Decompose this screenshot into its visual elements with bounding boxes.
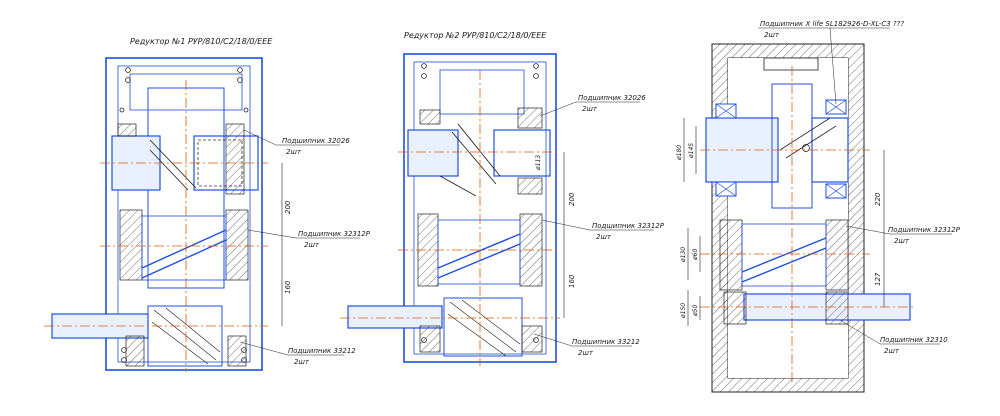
gearbox-1-bearing-top-qty: 2шт <box>286 148 302 156</box>
gearbox-3-bearing-bot-qty: 2шт <box>884 347 900 355</box>
gearbox-2-dim-dia: ø113 <box>535 155 542 171</box>
gearbox-1-output-gear <box>147 305 223 367</box>
gearbox-2-top-bearing-right <box>517 107 543 129</box>
gearbox-2-top-bearing-right-b <box>517 177 543 195</box>
gearbox-1-top-bearing-left <box>117 123 137 137</box>
gearbox-3-mid-gear <box>741 223 827 287</box>
gearbox-2-bearing-top-label: Подшипник 32026 <box>578 94 646 102</box>
gearbox-2-bearing-mid-qty: 2шт <box>596 233 612 241</box>
gearbox-3-dim-d130: ø130 <box>680 247 687 263</box>
gearbox-2-bearing-mid-label: Подшипник 32312Р <box>592 222 665 230</box>
gearbox-3-dim-d150: ø150 <box>680 303 687 319</box>
gearbox-2-top-shaft-right <box>493 129 551 177</box>
gearbox-2-dim-lower: 160 <box>568 274 576 288</box>
gearbox-1-output-gear-teeth <box>151 307 221 365</box>
gearbox-3-bearing-top-label: Подшипник X life SL182926-D-XL-C3 ??? <box>760 20 904 28</box>
gearbox-2-helical-line-1 <box>437 233 521 269</box>
gearbox-3-dim-lower: 127 <box>874 272 882 286</box>
gearbox-3-bearing-bot-label: Подшипник 32310 <box>880 336 948 344</box>
gearbox-3-leader-bot <box>839 319 881 345</box>
gearbox-2-output-gear-teeth <box>447 299 521 357</box>
gearbox-2-bearing-bot-qty: 2шт <box>578 349 594 357</box>
gearbox-3-dim-d50: ø50 <box>692 305 699 317</box>
gearbox-1-leader-bot <box>239 341 289 356</box>
gearbox-2-title: Редуктор №2 РУР/810/С2/18/0/ЕЕЕ <box>404 31 547 40</box>
gearbox-3-bearing-mid-label: Подшипник 32312Р <box>888 226 961 234</box>
gearbox-2-top-bearing-left <box>419 109 441 125</box>
gearbox-3: 220 127 ø180 ø145 ø130 ø60 ø150 ø50 Подш… <box>676 20 961 393</box>
gearbox-3-leader-top <box>829 27 837 105</box>
gearbox-1-bot-bearing-left <box>125 335 145 367</box>
gearbox-3-bot-bearing-left <box>723 291 747 325</box>
gearbox-2-helical-line-2 <box>437 243 521 279</box>
gearbox-1-top-bearing-right <box>225 123 245 195</box>
gearbox-1-bot-bearing-right <box>227 335 247 367</box>
gearbox-1: Редуктор №1 РУР/810/С2/18/0/ЕЕЕ <box>44 37 371 372</box>
gearbox-3-shaft-center-mark <box>802 144 810 152</box>
gearbox-3-dim-d60: ø60 <box>692 249 699 261</box>
gearbox-3-dim-d180: ø180 <box>676 145 683 161</box>
gearbox-3-bot-bearing-right <box>825 291 849 325</box>
gearbox-1-bearing-bot-qty: 2шт <box>294 358 310 366</box>
gearbox-1-mid-bearing-left <box>119 209 143 281</box>
gearbox-2-bearing-bot-label: Подшипник 33212 <box>572 338 640 346</box>
gearbox-2-leader-mid <box>541 219 591 231</box>
gearbox-2-bevel-gear <box>439 123 501 197</box>
gearbox-1-mid-gear <box>141 215 227 281</box>
gearbox-2-leader-bot <box>533 333 573 347</box>
gearbox-2-top-shaft-left <box>407 129 459 177</box>
gearbox-1-housing <box>105 57 263 371</box>
gearbox-3-top-cover <box>763 57 819 71</box>
gearbox-3-bearing-top-qty: 2шт <box>764 31 780 39</box>
gearbox-3-mid-bearing-right <box>825 219 849 291</box>
gearbox-1-top-flange <box>129 73 243 111</box>
gearbox-1-bearing-mid-label: Подшипник 32312Р <box>298 230 371 238</box>
gearbox-3-dim-d145: ø145 <box>688 143 695 159</box>
gearbox-1-inner-wall <box>117 65 251 363</box>
gearbox-2-dim-upper: 200 <box>568 192 576 206</box>
gearbox-1-dim-upper: 200 <box>284 200 292 214</box>
gearbox-1-bevel-gear <box>149 139 197 191</box>
gearbox-2-leader-top <box>539 101 577 117</box>
gearbox-2: Редуктор №2 РУР/810/С2/18/0/ЕЕЕ 200 160 <box>340 31 665 366</box>
gearbox-1-helical-line-1 <box>141 229 227 269</box>
gearbox-2-bearing-top-qty: 2шт <box>582 105 598 113</box>
gearbox-1-bearing-mid-qty: 2шт <box>304 241 320 249</box>
gearbox-3-mid-bearing-left <box>719 219 743 291</box>
gearbox-2-mid-gear <box>437 219 521 285</box>
gearbox-1-leader-top <box>243 129 277 146</box>
gearbox-2-bot-bearing-left <box>419 325 441 353</box>
gearbox-1-bearing-top-label: Подшипник 32026 <box>282 137 350 145</box>
gearbox-2-output-shaft <box>347 305 443 329</box>
gearbox-1-mid-bearing-right <box>225 209 249 281</box>
gearbox-1-title: Редуктор №1 РУР/810/С2/18/0/ЕЕЕ <box>130 37 273 46</box>
gearbox-3-bearing-mid-qty: 2шт <box>894 237 910 245</box>
gearbox-2-bot-bearing-right <box>521 325 543 353</box>
gearbox-3-leader-mid <box>845 225 891 235</box>
gearbox-3-dim-upper: 220 <box>874 192 882 206</box>
gearbox-3-helical-line-1 <box>741 237 827 273</box>
gearbox-1-leader-mid <box>247 229 297 239</box>
gearbox-1-bearing-bot-label: Подшипник 33212 <box>288 347 356 355</box>
gearbox-1-dim-lower: 160 <box>284 280 292 294</box>
gearbox-2-top-flange <box>439 69 525 115</box>
gearbox-3-bevel-gear <box>779 117 837 159</box>
